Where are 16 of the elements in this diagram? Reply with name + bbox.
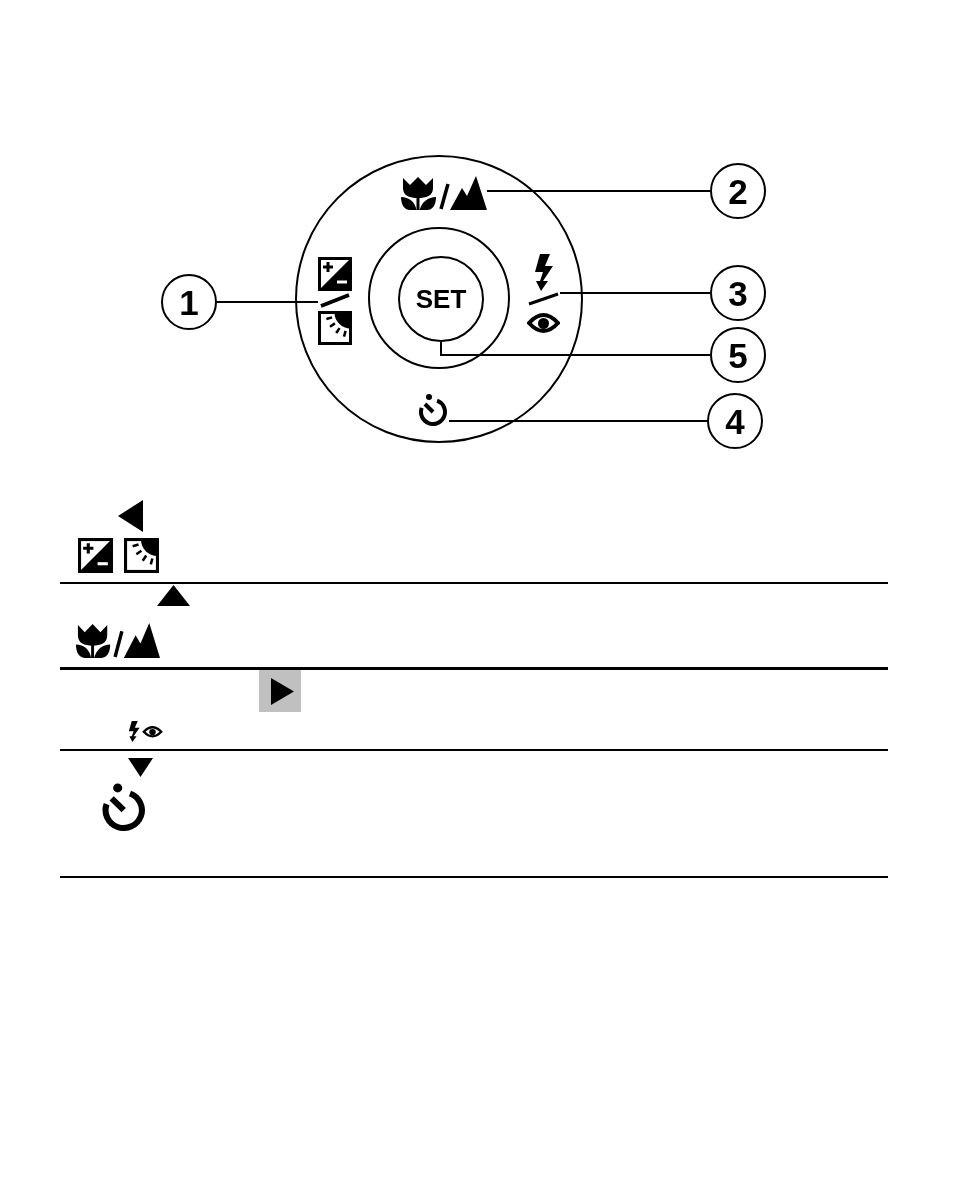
callout-number: 3 — [710, 265, 766, 321]
leader-line — [448, 420, 708, 422]
set-button: SET — [398, 256, 484, 342]
plus-minus-sunlight-icon — [318, 257, 352, 345]
flower-mountain-icon — [400, 176, 487, 210]
leader-line — [216, 301, 319, 303]
inner-ring — [368, 227, 510, 369]
callout-number: 2 — [710, 163, 766, 219]
leader-line — [486, 190, 711, 192]
timer-icon — [416, 393, 449, 426]
callout-number: 4 — [707, 393, 763, 449]
callout-number: 1 — [161, 274, 217, 330]
leader-line — [440, 341, 711, 356]
callout-number: 5 — [710, 327, 766, 383]
leader-line — [559, 292, 711, 294]
outer-ring — [295, 155, 583, 443]
